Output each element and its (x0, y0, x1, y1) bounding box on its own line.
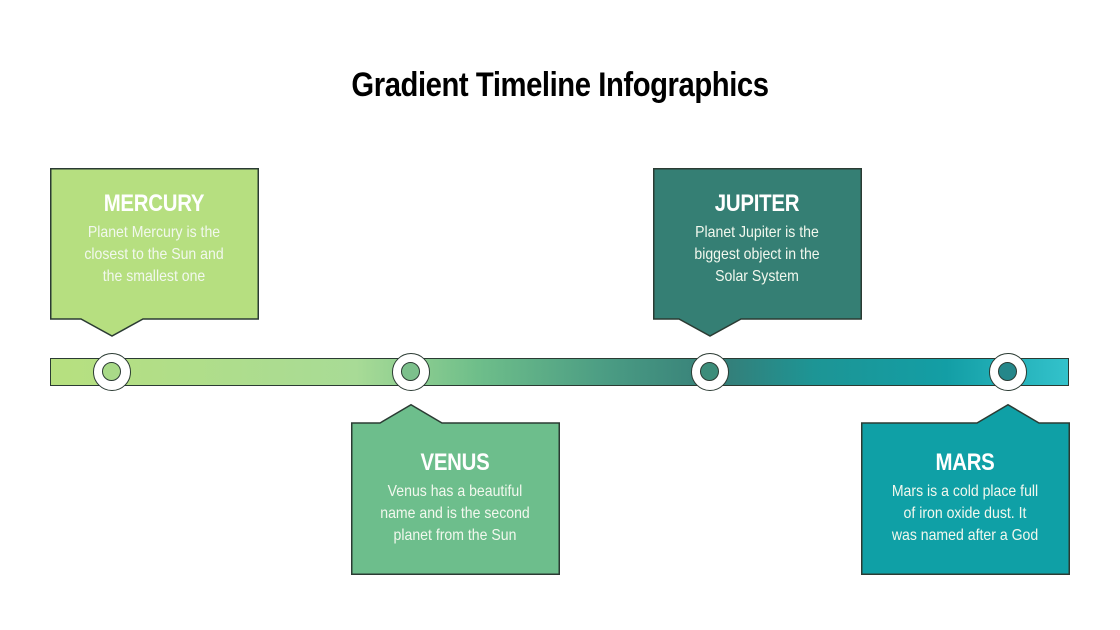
node-dot-icon (401, 362, 420, 381)
card-title: JUPITER (714, 190, 800, 217)
card-mars: MARS Mars is a cold place full of iron o… (861, 403, 1070, 576)
card-title: MARS (935, 449, 995, 476)
card-description: Planet Jupiter is the biggest object in … (694, 224, 820, 285)
callout-shape (653, 168, 862, 337)
card-description: Planet Mercury is the closest to the Sun… (84, 224, 224, 285)
timeline-node-mercury (93, 353, 131, 391)
timeline-bar (50, 358, 1069, 386)
card-jupiter: JUPITER Planet Jupiter is the biggest ob… (653, 168, 862, 338)
node-dot-icon (102, 362, 121, 381)
node-dot-icon (700, 362, 719, 381)
card-title: MERCURY (103, 190, 205, 217)
card-description: Venus has a beautiful name and is the se… (380, 483, 530, 544)
timeline-node-venus (392, 353, 430, 391)
card-description: Mars is a cold place full of iron oxide … (891, 483, 1039, 544)
card-venus: VENUS Venus has a beautiful name and is … (351, 403, 560, 576)
callout-shape (351, 403, 560, 575)
callout-shape (50, 168, 259, 337)
node-dot-icon (998, 362, 1017, 381)
card-mercury: MERCURY Planet Mercury is the closest to… (50, 168, 259, 338)
callout-shape (861, 403, 1070, 575)
timeline-node-mars (989, 353, 1027, 391)
timeline-node-jupiter (691, 353, 729, 391)
card-title: VENUS (420, 449, 490, 476)
page-title: Gradient Timeline Infographics (351, 66, 769, 104)
